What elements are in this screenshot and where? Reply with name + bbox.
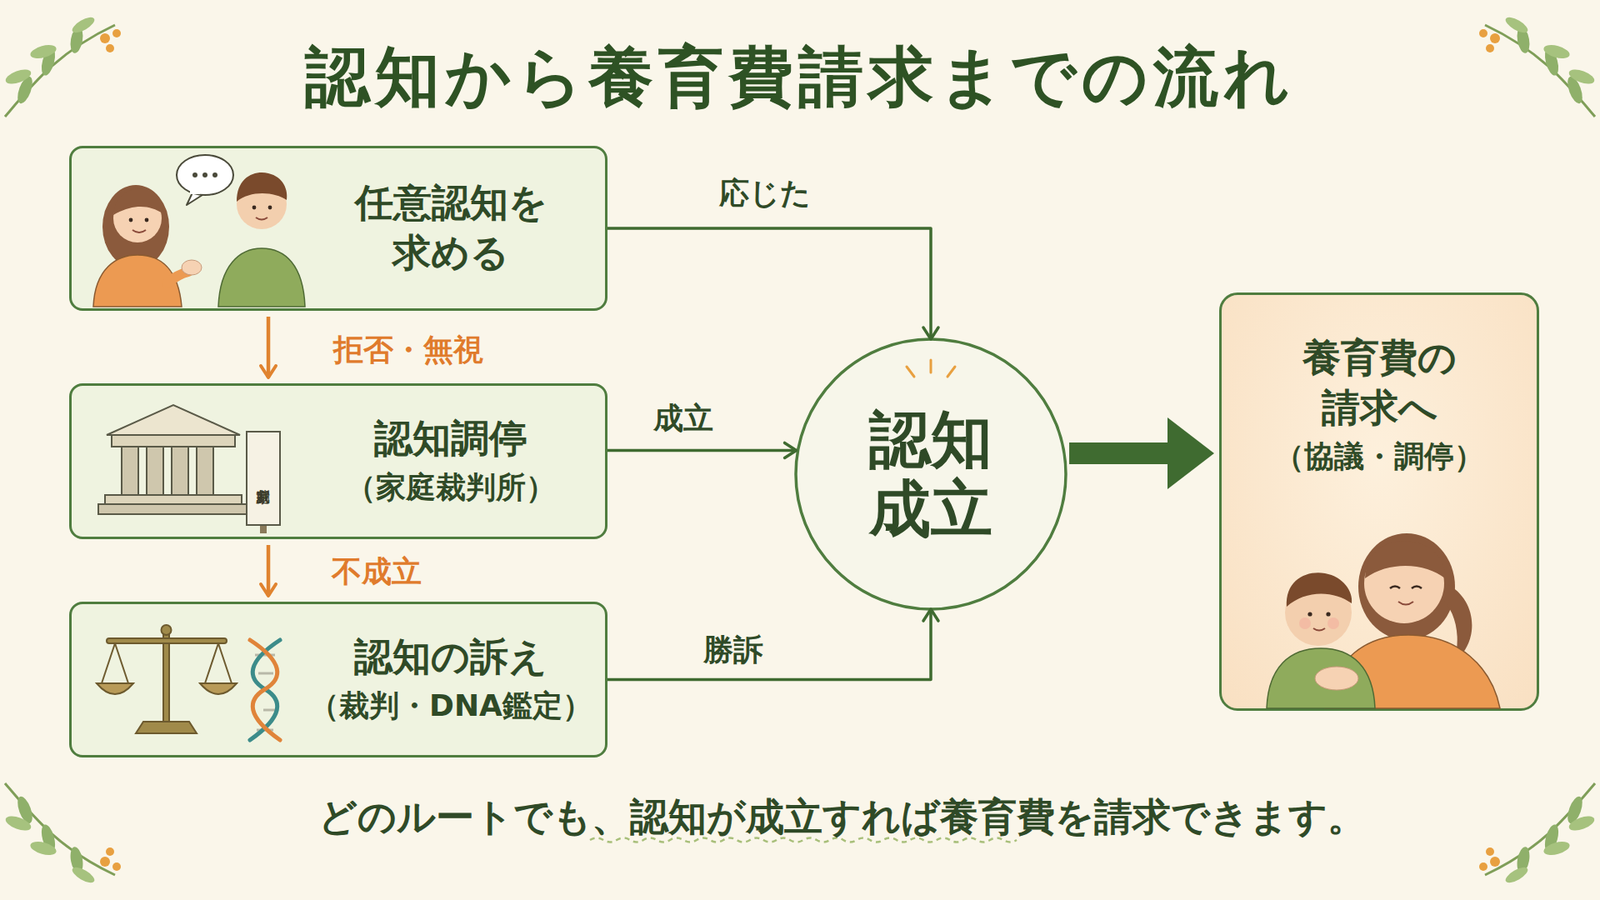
leaf-sprig <box>4 14 121 117</box>
flow-arrow <box>266 316 271 378</box>
node-title: 認知調停 <box>374 414 528 465</box>
diagram-caption: どのルートでも、認知が成立すれば養育費を請求できます。 <box>83 791 1600 842</box>
leaf-sprig <box>4 783 121 886</box>
step-box: 認知の訴え（裁判・DNA鑑定） <box>69 601 608 758</box>
node-title: 任意認知を 求める <box>325 178 576 279</box>
flow-arrow <box>607 449 797 453</box>
node-text-group: 認知の訴え（裁判・DNA鑑定） <box>309 632 593 726</box>
edge-label: 成立 <box>653 400 714 436</box>
flow-arrow <box>607 228 931 340</box>
leaf-sprig <box>1479 783 1596 886</box>
edge-label: 勝訴 <box>703 631 764 668</box>
leaf-sprig <box>1479 14 1596 117</box>
node-title: 養育費の 請求へ <box>1270 333 1488 434</box>
step-box: 認知調停（家庭裁判所） <box>69 383 608 540</box>
node-text-group: 認知 成立 <box>826 405 1035 544</box>
edge-label: 拒否・無視 <box>333 331 484 368</box>
node-title: 認知 成立 <box>826 405 1035 544</box>
node-text-group: 任意認知を 求める <box>325 178 576 279</box>
goal-box: 養育費の 請求へ（協議・調停） <box>1219 292 1540 711</box>
node-subtitle: （裁判・DNA鑑定） <box>309 685 593 727</box>
main-arrow <box>1069 442 1170 465</box>
diagram-title: 認知から養育費請求までの流れ <box>0 35 1600 119</box>
edge-label: 不成立 <box>331 553 422 590</box>
flow-arrow <box>266 545 271 596</box>
node-title: 認知の訴え <box>354 632 548 683</box>
node-text-group: 養育費の 請求へ（協議・調停） <box>1270 333 1488 477</box>
circle-shape <box>795 339 1066 610</box>
node-subtitle: （協議・調停） <box>1274 436 1485 478</box>
result-circle: 認知 成立 <box>793 336 1069 612</box>
node-text-group: 認知調停（家庭裁判所） <box>345 414 556 508</box>
step-box: 任意認知を 求める <box>69 145 608 311</box>
flow-arrow <box>607 609 931 680</box>
node-subtitle: （家庭裁判所） <box>345 467 556 509</box>
edge-label: 応じた <box>719 175 811 211</box>
